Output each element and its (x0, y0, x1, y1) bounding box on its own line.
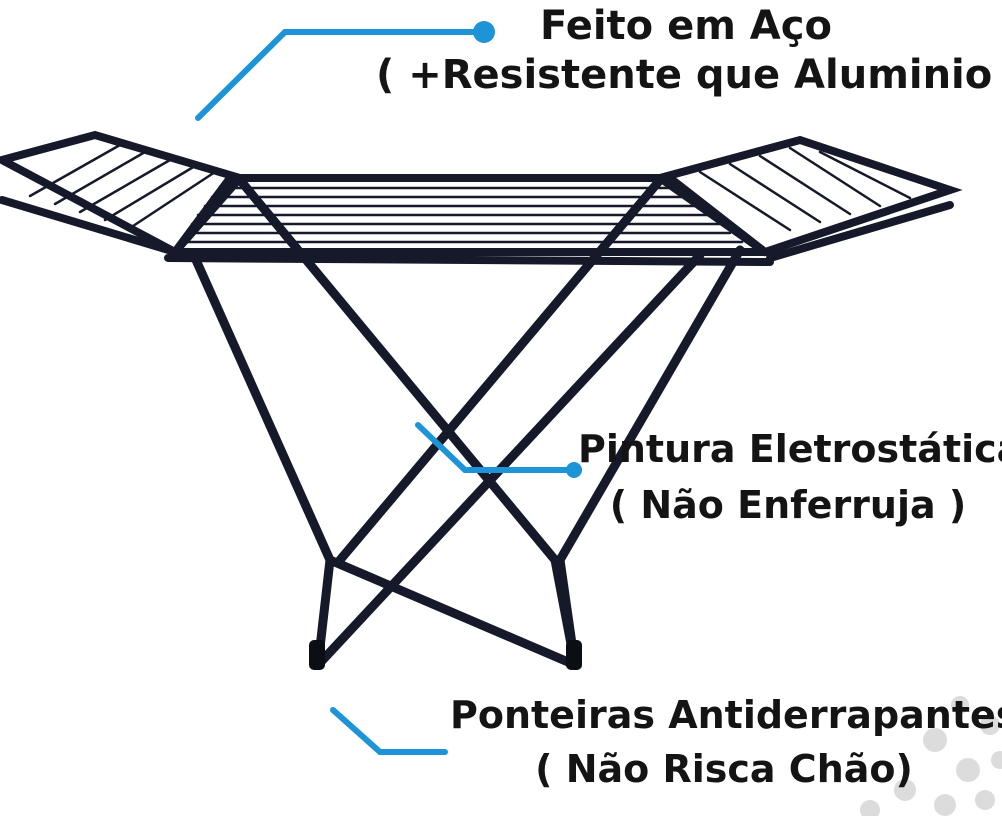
callout-paint-detail: ( Não Enferruja ) (609, 483, 967, 528)
rubber-tips (309, 640, 582, 670)
callout-paint: Pintura Eletrostática ( Não Enferruja ) (578, 426, 1002, 529)
decorative-dots (860, 696, 1002, 816)
rack-left-wing (0, 130, 248, 258)
callout-tips: Ponteiras Antiderrapantes ( Não Risca Ch… (450, 692, 1002, 793)
callout-leaders (195, 29, 576, 755)
callout-steel: Feito em Aço ( +Resistente que Aluminio … (376, 2, 1002, 100)
callout-steel-title: Feito em Aço (540, 3, 832, 49)
callout-paint-title: Pintura Eletrostática (578, 427, 1002, 471)
callout-tips-detail: ( Não Risca Chão) (535, 747, 913, 792)
callout-dots (473, 21, 582, 478)
callout-tips-title: Ponteiras Antiderrapantes (450, 693, 1002, 737)
rack-right-wing (650, 135, 963, 262)
callout-steel-detail: ( +Resistente que Aluminio ) (376, 51, 1002, 98)
